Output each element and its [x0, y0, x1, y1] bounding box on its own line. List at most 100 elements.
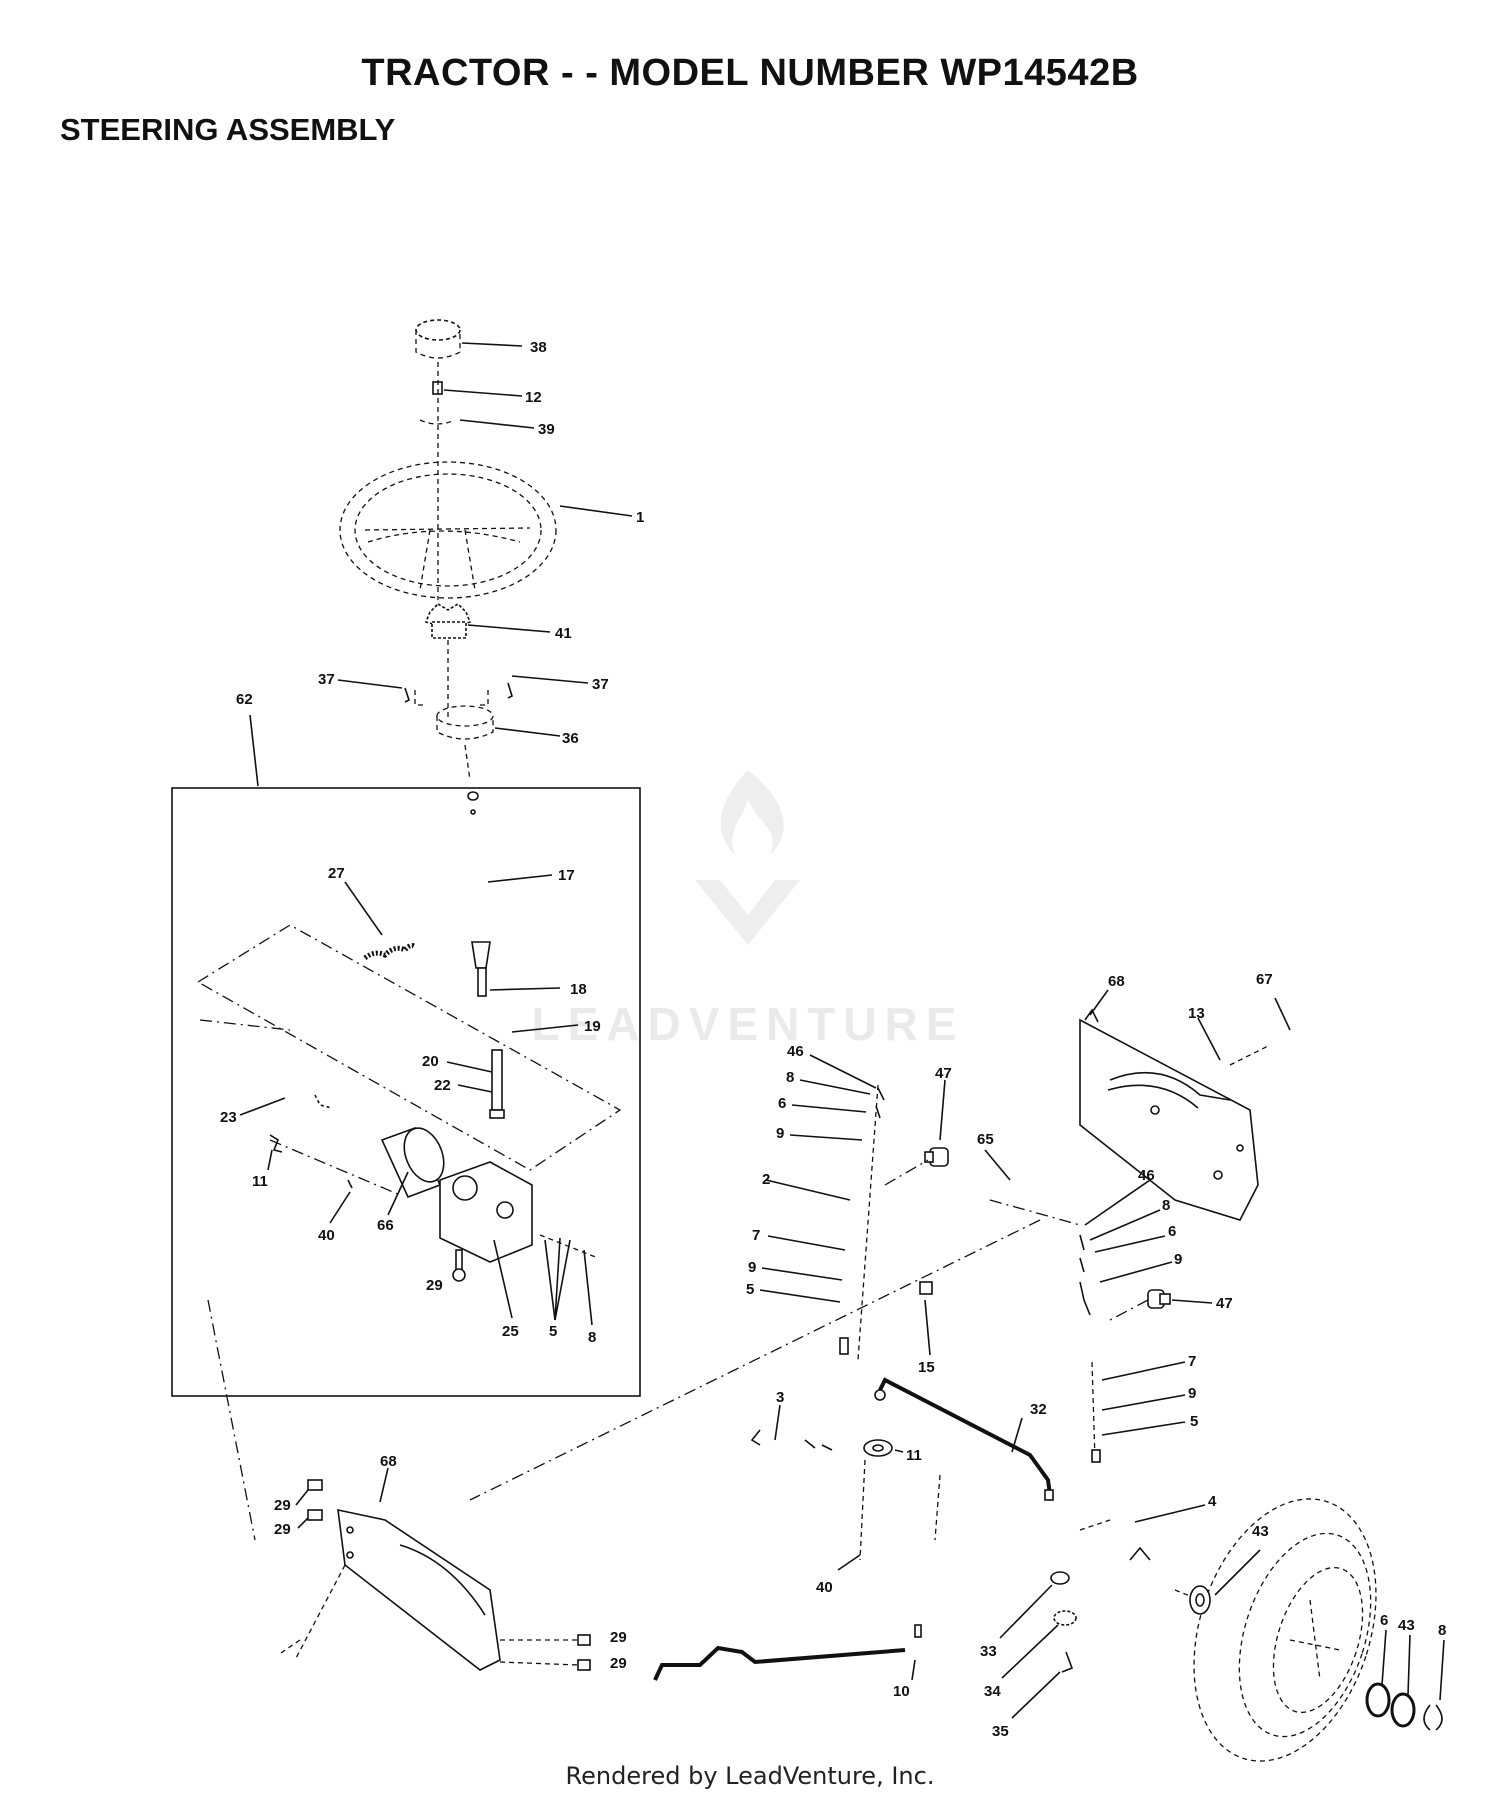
callout-6-wheel: 6: [1380, 1612, 1388, 1629]
callout-32: 32: [1030, 1401, 1047, 1418]
part-43-washer-inner: [1189, 1585, 1211, 1615]
part-7-9-5-right: [1091, 1361, 1101, 1463]
part-66-bushing: [380, 1126, 445, 1199]
part-2-spindle-left: [839, 1084, 885, 1361]
callout-40-axle: 40: [816, 1579, 833, 1596]
part-39-washer: [419, 419, 456, 425]
part-11-clip-inset: [269, 1134, 283, 1153]
callout-8-right: 8: [1162, 1197, 1170, 1214]
part-6-washer: [1365, 1682, 1391, 1718]
callout-9-right-lower: 9: [1188, 1385, 1196, 1402]
callout-29-right-upper: 29: [610, 1629, 627, 1646]
callout-29-inset: 29: [426, 1277, 443, 1294]
callout-7-left: 7: [752, 1227, 760, 1244]
callout-40-inset: 40: [318, 1227, 335, 1244]
part-38-cap: [415, 319, 461, 359]
callout-68-right: 68: [1108, 973, 1125, 990]
callout-66: 66: [377, 1217, 394, 1234]
part-37-screw-right: [507, 682, 513, 699]
part-2-spindle-right: [1079, 1234, 1091, 1316]
part-29-bolt-left-upper: [307, 1479, 323, 1491]
callout-15: 15: [918, 1359, 935, 1376]
callout-39: 39: [538, 421, 555, 438]
part-34-nut: [1053, 1610, 1077, 1626]
callout-5-inset: 5: [549, 1323, 557, 1340]
section-title: STEERING ASSEMBLY: [60, 112, 396, 147]
callout-47-left: 47: [935, 1065, 952, 1082]
part-18-shaft-top: [471, 941, 491, 997]
callout-34: 34: [984, 1683, 1001, 1700]
callout-8-wheel: 8: [1438, 1622, 1446, 1639]
part-29-bolt-left-lower: [307, 1509, 323, 1521]
callout-2: 2: [762, 1171, 770, 1188]
callout-38: 38: [530, 339, 547, 356]
callout-18: 18: [570, 981, 587, 998]
part-8-clip: [1423, 1704, 1443, 1731]
part-wheel: [1193, 1498, 1377, 1762]
footer-credit: Rendered by LeadVenture, Inc.: [565, 1762, 935, 1790]
callout-20: 20: [422, 1053, 439, 1070]
callout-5-right: 5: [1190, 1413, 1198, 1430]
callout-4: 4: [1208, 1493, 1217, 1510]
callout-11-inset: 11: [252, 1173, 268, 1190]
callout-13: 13: [1188, 1005, 1205, 1022]
part-41-hub: [424, 602, 472, 639]
watermark-logo: [695, 770, 800, 945]
callout-6-left: 6: [778, 1095, 786, 1112]
part-29-bolt-inset: [452, 1249, 466, 1282]
callout-17: 17: [558, 867, 575, 884]
callout-8-left: 8: [786, 1069, 794, 1086]
callout-22: 22: [434, 1077, 451, 1094]
callout-7-right: 7: [1188, 1353, 1196, 1370]
callout-46-left: 46: [787, 1043, 804, 1060]
callout-9-left-lower: 9: [748, 1259, 756, 1276]
callout-43-inner: 43: [1252, 1523, 1269, 1540]
callout-9-right-upper: 9: [1174, 1251, 1182, 1268]
callout-3: 3: [776, 1389, 784, 1406]
watermark-text: LEADVENTURE: [531, 998, 964, 1050]
part-1-steering-wheel: [339, 461, 557, 599]
callout-23: 23: [220, 1109, 237, 1126]
callout-25: 25: [502, 1323, 519, 1340]
part-29-bolt-right-lower: [577, 1659, 591, 1671]
callout-27: 27: [328, 865, 345, 882]
callout-35: 35: [992, 1723, 1009, 1740]
part-32-drag-link: [874, 1377, 1054, 1501]
part-15-pivot: [919, 1281, 933, 1295]
callout-29-left-lower: 29: [274, 1521, 291, 1538]
callout-12: 12: [525, 389, 542, 406]
callout-37-right: 37: [592, 676, 609, 693]
callout-11-axle: 11: [906, 1447, 922, 1464]
callout-37-left: 37: [318, 671, 335, 688]
part-10-tie-rod: [653, 1624, 922, 1681]
part-36-bushing: [436, 705, 494, 740]
part-11-washer: [863, 1439, 893, 1457]
callout-29-right-lower: 29: [610, 1655, 627, 1672]
part-37-screw-left: [404, 687, 410, 703]
part-43-washer-outer: [1390, 1692, 1416, 1728]
callout-33: 33: [980, 1643, 997, 1660]
callout-29-left-upper: 29: [274, 1497, 291, 1514]
inset-box-62: [171, 787, 641, 1397]
callout-43-outer: 43: [1398, 1617, 1415, 1634]
callout-41: 41: [555, 625, 572, 642]
part-33-washer: [1050, 1571, 1070, 1585]
callout-1: 1: [636, 509, 644, 526]
part-47-bolt-left: [924, 1147, 949, 1167]
part-29-bolt-right-upper: [577, 1634, 591, 1646]
part-47-bolt-right: [1147, 1289, 1171, 1309]
callout-68-left: 68: [380, 1453, 397, 1470]
part-25-bracket: [439, 1161, 533, 1263]
callout-19: 19: [584, 1018, 601, 1035]
part-35-fitting: [1061, 1651, 1074, 1673]
callout-6-right: 6: [1168, 1223, 1176, 1240]
part-68-axle-bracket-left: [277, 1508, 501, 1671]
callout-9-left-upper: 9: [776, 1125, 784, 1142]
callout-10: 10: [893, 1683, 910, 1700]
callout-5-left: 5: [746, 1281, 754, 1298]
callout-62: 62: [236, 691, 253, 708]
callout-8-inset: 8: [588, 1329, 596, 1346]
part-20-22-shaft: [489, 1049, 505, 1119]
callout-46-right: 46: [1138, 1167, 1155, 1184]
